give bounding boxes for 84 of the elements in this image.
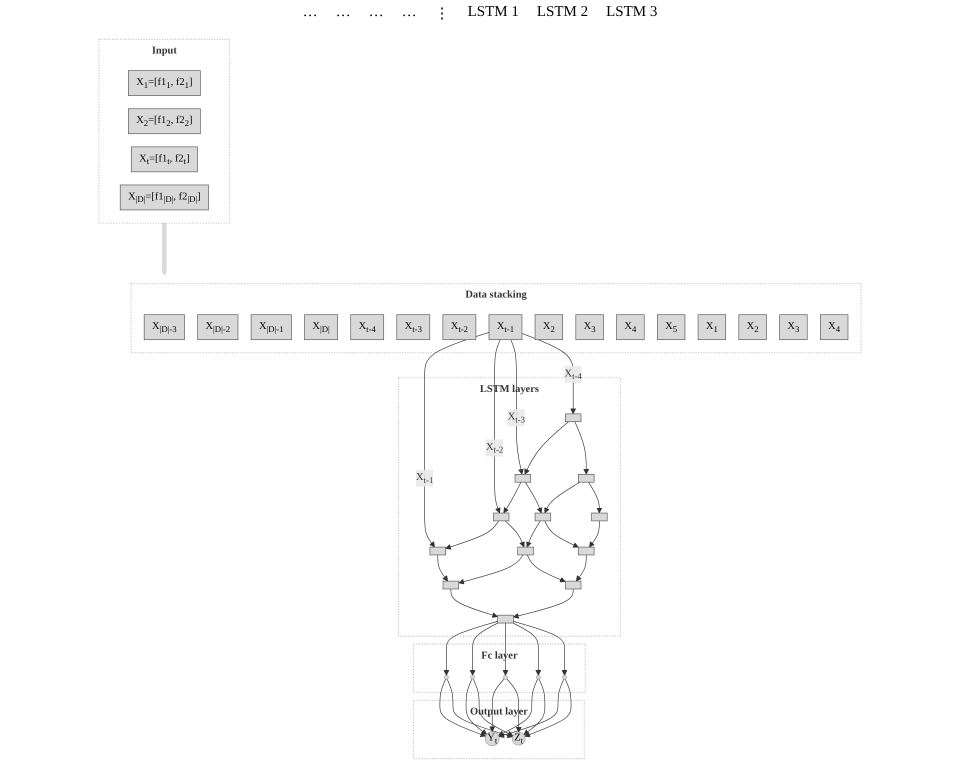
edge-label: X$_{t-4}$ bbox=[564, 367, 582, 381]
arrow bbox=[574, 420, 590, 474]
note-text: LSTM 2 bbox=[536, 4, 588, 22]
node-box: X$_{1}$=[f1$_{1}$, f2$_{1}$] bbox=[128, 70, 201, 96]
arrow bbox=[470, 622, 498, 676]
node-box bbox=[430, 546, 446, 555]
node-box: X$_{|D|}$=[f1$_{|D|}$, f2$_{|D|}$] bbox=[120, 184, 209, 210]
node-box bbox=[514, 474, 532, 482]
node-box bbox=[442, 580, 460, 589]
arrow bbox=[489, 678, 504, 732]
node-box: X$_{2}$ bbox=[534, 314, 564, 340]
arrow bbox=[445, 520, 499, 550]
arrow bbox=[513, 620, 568, 676]
arrow bbox=[506, 678, 522, 732]
arrow bbox=[526, 520, 541, 547]
node-circle bbox=[444, 674, 449, 680]
arrow bbox=[512, 622, 542, 676]
arrow bbox=[524, 678, 572, 737]
node-box: X$_{5}$ bbox=[656, 314, 686, 340]
node-circle bbox=[470, 674, 475, 680]
node-box: X$_{2}$ bbox=[738, 314, 767, 340]
note-text: … bbox=[402, 4, 417, 22]
arrow bbox=[494, 338, 500, 513]
node-box bbox=[517, 546, 534, 555]
node-box bbox=[492, 512, 510, 521]
arrow bbox=[466, 678, 487, 734]
node-box: X$_{|D|-1}$ bbox=[250, 314, 292, 340]
node-circle bbox=[503, 674, 508, 680]
arrow bbox=[437, 554, 448, 581]
arrow bbox=[513, 588, 574, 618]
node-box: X$_{4}$ bbox=[616, 314, 645, 340]
node-circle: Y$_{t}$ bbox=[484, 730, 500, 746]
node-circle bbox=[536, 674, 541, 680]
arrow bbox=[544, 520, 579, 548]
arrow bbox=[522, 332, 576, 414]
node-box: X$_{t-1}$ bbox=[488, 314, 522, 340]
arrow bbox=[588, 481, 602, 513]
arrow bbox=[526, 554, 566, 582]
arrow bbox=[444, 620, 498, 676]
arrow bbox=[503, 481, 522, 513]
node-box bbox=[497, 614, 514, 623]
arrow bbox=[544, 481, 580, 513]
node-box bbox=[564, 580, 582, 589]
arrow bbox=[504, 520, 525, 547]
node-box: X$_{t}$=[f1$_{t}$, f2$_{t}$] bbox=[130, 146, 198, 172]
edge-label: X$_{t-1}$ bbox=[416, 471, 434, 484]
note-text: LSTM 3 bbox=[606, 4, 658, 22]
node-box bbox=[534, 512, 552, 521]
arrow bbox=[424, 332, 490, 547]
node-box: X$_{2}$=[f1$_{2}$, f2$_{2}$] bbox=[128, 108, 201, 134]
node-box: X$_{3}$ bbox=[575, 314, 604, 340]
node-box: X$_{1}$ bbox=[698, 314, 726, 340]
arrow bbox=[440, 678, 486, 737]
arrow bbox=[458, 554, 524, 584]
node-box bbox=[564, 413, 582, 422]
note-text: … bbox=[336, 4, 351, 22]
node-box: X$_{4}$ bbox=[820, 314, 848, 340]
node-box: X$_{|D|-3}$ bbox=[144, 314, 185, 340]
edge-label: X$_{t-2}$ bbox=[486, 440, 504, 454]
node-box: X$_{|D|-2}$ bbox=[197, 314, 238, 340]
arrow bbox=[525, 481, 542, 513]
node-box: X$_{t-3}$ bbox=[396, 314, 430, 340]
arrow bbox=[524, 420, 569, 474]
note-text: LSTM 1 bbox=[468, 4, 519, 22]
node-box bbox=[591, 512, 608, 521]
note-text: … bbox=[302, 4, 318, 22]
node-circle: Z$_{t}$ bbox=[512, 732, 526, 745]
arrow bbox=[450, 588, 498, 618]
arrow bbox=[510, 338, 524, 474]
edge-label: X$_{t-3}$ bbox=[508, 410, 525, 424]
arrow bbox=[589, 520, 600, 547]
node-box bbox=[578, 474, 594, 482]
arrow bbox=[502, 622, 508, 676]
arrow bbox=[576, 554, 587, 581]
arrow bbox=[524, 678, 546, 735]
node-box: X$_{t-2}$ bbox=[442, 314, 476, 340]
node-circle bbox=[562, 674, 567, 680]
arrow bbox=[161, 222, 168, 276]
node-box bbox=[578, 546, 594, 555]
node-box: X$_{3}$ bbox=[779, 314, 808, 340]
note-text: ⋮ bbox=[434, 5, 450, 23]
note-text: … bbox=[368, 4, 384, 22]
node-box: X$_{|D|}$ bbox=[304, 314, 338, 340]
node-box: X$_{t-4}$ bbox=[350, 314, 384, 340]
